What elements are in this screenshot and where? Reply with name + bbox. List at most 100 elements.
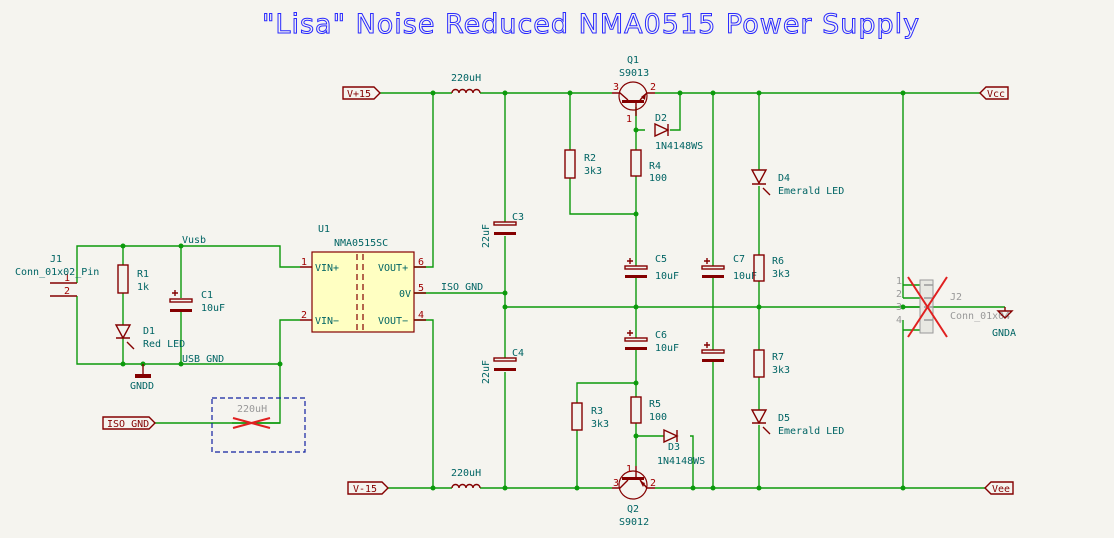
- inductor-top[interactable]: 220uH: [451, 73, 481, 94]
- dnp-cross-icon: [907, 276, 948, 338]
- pin-number: 1: [626, 464, 632, 475]
- label-text: V-15: [353, 484, 377, 495]
- value: Conn_01x02_Pin: [15, 267, 99, 278]
- value: Red LED: [143, 339, 185, 350]
- label-text: Vcc: [987, 89, 1005, 100]
- ref: C3: [512, 212, 524, 223]
- pin-number: 1: [626, 114, 632, 125]
- pin-number: 2: [301, 310, 307, 321]
- value: NMA0515SC: [334, 238, 388, 249]
- value: Conn_01x04: [950, 311, 1010, 322]
- label: GNDD: [130, 381, 154, 392]
- pin-name: VIN−: [315, 316, 339, 327]
- pin-number: 6: [418, 257, 424, 268]
- pin-name: VOUT+: [378, 263, 408, 274]
- value: 220uH: [451, 73, 481, 84]
- ref: C7: [733, 254, 745, 265]
- pin-number: 2: [896, 289, 902, 300]
- ref: C1: [201, 290, 213, 301]
- value: 3k3: [591, 419, 609, 430]
- pin-number: 3: [613, 82, 619, 93]
- label-v-plus-15[interactable]: V+15: [342, 86, 381, 100]
- pin-name: VIN+: [315, 263, 339, 274]
- ref: R2: [584, 153, 596, 164]
- capacitor-lower-vee[interactable]: [701, 342, 725, 362]
- value: Emerald LED: [778, 186, 844, 197]
- value: 3k3: [772, 269, 790, 280]
- value: 10uF: [655, 271, 679, 282]
- net-label-vusb: Vusb: [182, 235, 206, 246]
- label-iso-gnd[interactable]: ISO GND: [102, 416, 156, 430]
- pin-number: 2: [650, 478, 656, 489]
- value: 100: [649, 173, 667, 184]
- capacitor-c3[interactable]: C3 22uF: [481, 212, 524, 248]
- pin-number: 2: [650, 82, 656, 93]
- value: S9012: [619, 517, 649, 528]
- inductor-bottom[interactable]: 220uH: [451, 468, 481, 489]
- power-gnda[interactable]: GNDA: [992, 307, 1016, 339]
- value: 3k3: [584, 166, 602, 177]
- net-label-iso-gnd: ISO GND: [441, 282, 483, 293]
- ref: C4: [512, 348, 524, 359]
- ref: R7: [772, 352, 784, 363]
- label-vcc[interactable]: Vcc: [979, 86, 1009, 100]
- net-label-usb-gnd: USB GND: [182, 354, 224, 365]
- ref: R4: [649, 161, 661, 172]
- value: 3k3: [772, 365, 790, 376]
- power-gndd[interactable]: GNDD: [130, 364, 154, 392]
- ref: J1: [50, 254, 62, 265]
- ref: R3: [591, 406, 603, 417]
- capacitor-c1[interactable]: C1 10uF: [169, 290, 225, 314]
- ref: R1: [137, 269, 149, 280]
- capacitor-c7[interactable]: C7 10uF: [701, 254, 757, 282]
- pin-number: 3: [613, 478, 619, 489]
- value: 22uF: [481, 224, 492, 248]
- value: 10uF: [201, 303, 225, 314]
- ref: D2: [655, 113, 667, 124]
- pin-name: VOUT−: [378, 316, 408, 327]
- pin-number: 1: [301, 257, 307, 268]
- inductor-dnp[interactable]: 220uH: [211, 397, 306, 453]
- pin-number: 3: [896, 302, 902, 313]
- pin-number: 2: [64, 286, 70, 297]
- connector-j1[interactable]: 12 J1 Conn_01x02_Pin: [15, 254, 99, 297]
- dc-dc-converter-u1[interactable]: U1 NMA0515SC VIN+ VIN− VOUT+ 0V VOUT− 1 2…: [300, 224, 426, 333]
- value: 220uH: [451, 468, 481, 479]
- ref: J2: [950, 292, 962, 303]
- value: 10uF: [733, 271, 757, 282]
- ref: U1: [318, 224, 330, 235]
- ref: Q1: [627, 55, 639, 66]
- label-v-minus-15[interactable]: V-15: [347, 481, 389, 495]
- ref: D3: [668, 442, 680, 453]
- pin-number: 4: [896, 315, 902, 326]
- value: 100: [649, 412, 667, 423]
- label-vee[interactable]: Vee: [984, 481, 1014, 495]
- label-text: Vee: [992, 484, 1010, 495]
- pin-number: 1: [896, 276, 902, 287]
- pin-name: 0V: [399, 289, 411, 300]
- ref: R6: [772, 256, 784, 267]
- value: 220uH: [237, 404, 267, 415]
- ref: D1: [143, 326, 155, 337]
- label-text: ISO GND: [107, 419, 149, 430]
- ref: C6: [655, 330, 667, 341]
